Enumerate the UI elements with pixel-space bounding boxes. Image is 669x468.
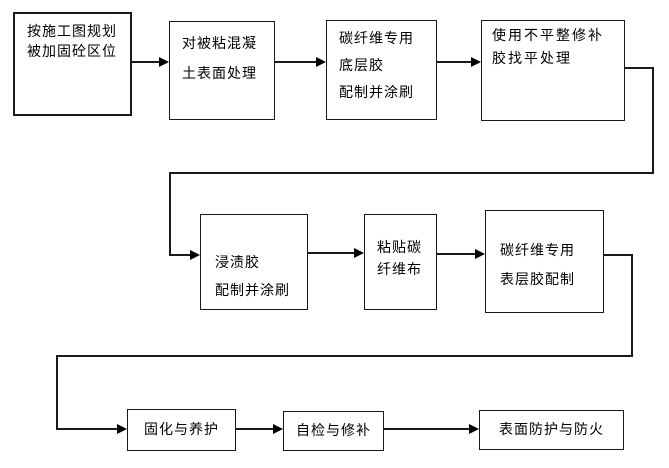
connector-line xyxy=(384,428,469,430)
flow-step-inspection: 自检与修补 xyxy=(283,411,384,451)
connector-line xyxy=(56,428,117,430)
flow-step-text: 表层胶配制 xyxy=(500,272,575,288)
connector-line xyxy=(308,252,355,254)
connector-line xyxy=(56,355,633,357)
connector-line xyxy=(437,253,476,255)
arrowhead-icon xyxy=(475,249,485,259)
flow-step-curing: 固化与养护 xyxy=(127,409,236,451)
flow-step-protection: 表面防护与防火 xyxy=(479,410,624,450)
flow-step-text: 纤维布 xyxy=(377,262,422,278)
flow-step-leveling: 使用不平整修补 胶找平处理 xyxy=(481,20,625,121)
arrowhead-icon xyxy=(159,57,169,67)
flow-step-impregnation: 浸渍胶 配制并涂刷 xyxy=(200,214,308,310)
flow-step-text: 被加固砼区位 xyxy=(27,44,117,60)
flow-step-text: 使用不平整修补 xyxy=(492,28,604,44)
connector-line xyxy=(631,254,633,357)
flow-step-text: 碳纤维专用 xyxy=(339,31,414,47)
flow-step-text: 表面防护与防火 xyxy=(499,422,604,438)
flow-step-text: 对被粘混凝 xyxy=(182,36,257,52)
arrowhead-icon xyxy=(117,424,127,434)
flow-step-text: 浸渍胶 xyxy=(215,255,260,271)
connector-line xyxy=(132,61,160,63)
arrowhead-icon xyxy=(354,248,364,258)
connector-line xyxy=(275,61,317,63)
flow-step-text: 配制并涂刷 xyxy=(339,85,414,101)
flow-step-text: 配制并涂刷 xyxy=(215,283,290,299)
flow-step-primer: 碳纤维专用 底层胶 配制并涂刷 xyxy=(326,20,437,120)
flow-step-text: 碳纤维专用 xyxy=(500,243,575,259)
arrowhead-icon xyxy=(190,250,200,260)
connector-line xyxy=(169,172,171,256)
connector-line xyxy=(437,61,472,63)
flow-step-text: 粘贴碳 xyxy=(377,240,422,256)
connector-line xyxy=(624,67,654,69)
arrowhead-icon xyxy=(471,57,481,67)
connector-line xyxy=(236,428,273,430)
flow-step-plan-area: 按施工图规划 被加固砼区位 xyxy=(13,12,132,116)
connector-line xyxy=(652,67,654,174)
flow-step-topcoat: 碳纤维专用 表层胶配制 xyxy=(485,210,604,313)
connector-line xyxy=(604,254,633,256)
connector-line xyxy=(169,172,654,174)
connector-line xyxy=(169,254,191,256)
flow-step-text: 按施工图规划 xyxy=(27,24,117,40)
flow-step-text: 土表面处理 xyxy=(182,66,257,82)
flow-step-text: 胶找平处理 xyxy=(492,51,572,67)
flow-step-paste-fiber: 粘贴碳 纤维布 xyxy=(364,214,437,310)
arrowhead-icon xyxy=(469,424,479,434)
flow-step-surface-treatment: 对被粘混凝 土表面处理 xyxy=(169,21,275,120)
connector-line xyxy=(56,355,58,430)
flow-step-text: 自检与修补 xyxy=(296,423,371,439)
flow-step-text: 固化与养护 xyxy=(144,422,219,438)
arrowhead-icon xyxy=(273,424,283,434)
arrowhead-icon xyxy=(316,57,326,67)
flow-step-text: 底层胶 xyxy=(339,58,384,74)
